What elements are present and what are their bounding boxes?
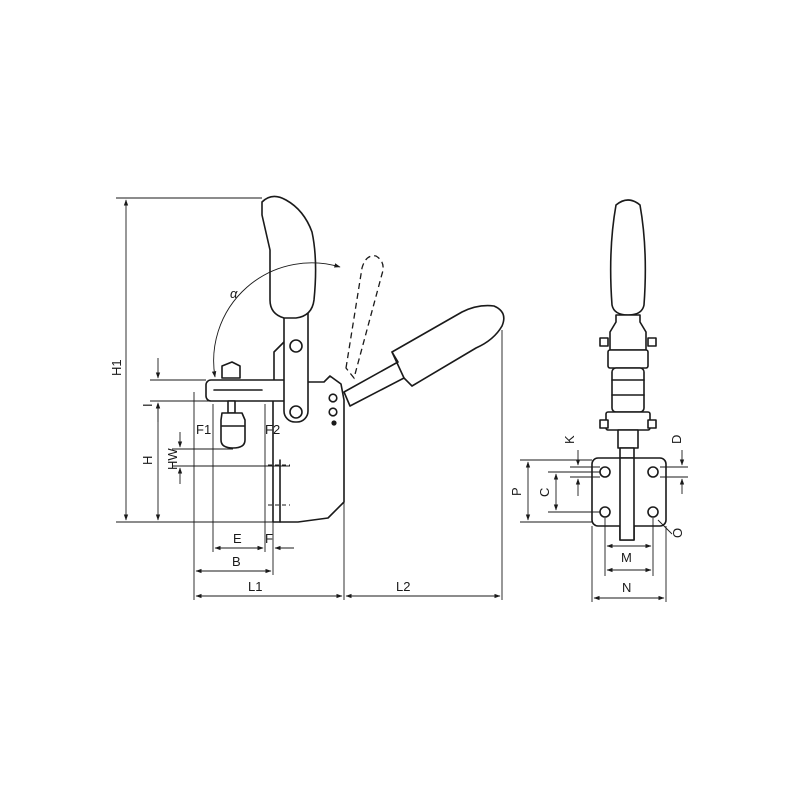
label-D: D	[669, 435, 684, 444]
spindle-nut	[221, 361, 241, 379]
spindle-shaft	[227, 400, 236, 414]
pivot-pin-small	[331, 420, 337, 426]
link-pivot-bottom	[289, 405, 303, 419]
lever-handle-grip-edge	[391, 351, 405, 379]
label-K: K	[562, 435, 577, 444]
front-spindle-overlay	[619, 457, 635, 541]
label-E: E	[233, 531, 242, 546]
label-F1: F1	[196, 422, 211, 437]
label-M: M	[621, 550, 632, 565]
side-view: α H1 H I HW F1 F2 E	[109, 195, 505, 600]
mounting-hole-tr	[647, 466, 659, 478]
front-handle-grip	[609, 199, 647, 316]
label-H1: H1	[109, 359, 124, 376]
label-C: C	[537, 488, 552, 497]
label-L1: L1	[248, 579, 262, 594]
front-bolt-left	[599, 337, 609, 347]
o-leader	[657, 519, 673, 535]
lever-handle-closed	[261, 195, 317, 319]
label-HW: HW	[165, 448, 180, 470]
label-P: P	[509, 487, 524, 496]
lever-handle-open	[343, 304, 505, 407]
front-view: P C K D O M N	[509, 199, 688, 602]
front-link-middle	[607, 349, 649, 369]
label-I: I	[140, 403, 155, 407]
label-F2: F2	[265, 422, 280, 437]
label-B: B	[232, 554, 241, 569]
lever-handle-intermediate	[345, 255, 384, 380]
mounting-hole-br	[647, 506, 659, 518]
label-H: H	[140, 456, 155, 465]
pressure-pad	[220, 412, 246, 449]
pivot-pin-lower	[328, 407, 338, 417]
pivot-pin-upper	[328, 393, 338, 403]
front-bolt-right-2	[647, 419, 657, 429]
label-N: N	[622, 580, 631, 595]
swing-angle-arc	[211, 262, 341, 378]
front-link-upper	[609, 314, 647, 351]
label-L2: L2	[396, 579, 410, 594]
label-alpha: α	[230, 286, 238, 301]
label-O: O	[670, 528, 685, 538]
front-spindle-collar	[617, 429, 639, 449]
label-F: F	[265, 531, 273, 546]
front-bolt-left-2	[599, 419, 609, 429]
front-bolt-right	[647, 337, 657, 347]
front-link-body	[611, 367, 645, 413]
front-pivot-block	[605, 411, 651, 431]
